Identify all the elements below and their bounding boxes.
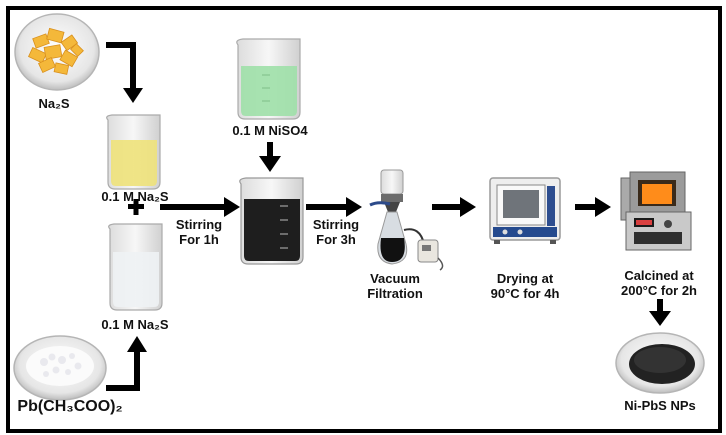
vacuum-filtration-label: Vacuum Filtration	[360, 271, 430, 301]
stirring-1h-line1: Stirring	[175, 217, 223, 232]
mixture-beaker	[239, 177, 304, 265]
niso4-label: 0.1 M NiSO4	[232, 123, 308, 138]
na2s-label: Na₂S	[38, 96, 70, 111]
na2s-solution-bottom-label: 0.1 M Na₂S	[101, 317, 169, 332]
arrow-niso4-down	[259, 142, 281, 172]
muffle-furnace	[620, 171, 692, 251]
calcination-line2: 200°C for 2h	[620, 283, 697, 298]
drying-label: Drying at 90°C for 4h	[480, 271, 570, 301]
vacuum-filtration-line2: Filtration	[367, 286, 423, 301]
product-dish	[615, 332, 705, 394]
stirring-3h-line2: For 3h	[316, 232, 356, 247]
na2s-beaker-bottom	[108, 223, 163, 311]
elbow-arrow-bottom	[106, 350, 140, 391]
na2s-beaker-top	[106, 114, 161, 190]
arrow-to-product	[649, 299, 671, 326]
stirring-1h-line2: For 1h	[179, 232, 219, 247]
elbow-arrow-bottom-head	[127, 336, 147, 352]
arrow-to-mixture	[160, 197, 240, 217]
arrow-to-filtration	[306, 197, 362, 217]
stirring-3h-line1: Stirring	[312, 217, 360, 232]
drying-oven	[489, 177, 561, 244]
arrow-to-drying	[432, 197, 476, 217]
drying-line2: 90°C for 4h	[490, 286, 560, 301]
elbow-arrow-top	[106, 42, 136, 90]
arrow-to-calcination	[575, 197, 611, 217]
vacuum-filtration-apparatus	[369, 169, 444, 271]
na2s-solution-top-label: 0.1 M Na₂S	[101, 189, 169, 204]
calcination-line1: Calcined at	[624, 268, 694, 283]
product-label: Ni-PbS NPs	[624, 398, 696, 413]
calcination-label: Calcined at 200°C for 2h	[612, 268, 706, 298]
plus-sign	[128, 199, 144, 215]
na2s-dish	[14, 13, 100, 91]
elbow-arrow-top-head	[123, 88, 143, 103]
drying-line1: Drying at	[496, 271, 554, 286]
pb-acetate-dish	[13, 335, 107, 401]
stirring-1h-label: Stirring For 1h	[170, 217, 228, 247]
niso4-beaker	[236, 38, 301, 120]
stirring-3h-label: Stirring For 3h	[307, 217, 365, 247]
pb-acetate-label: Pb(CH₃COO)₂	[17, 398, 123, 415]
diagram-border	[6, 6, 722, 433]
na2s-crystals	[28, 27, 84, 75]
vacuum-filtration-line1: Vacuum	[370, 271, 420, 286]
